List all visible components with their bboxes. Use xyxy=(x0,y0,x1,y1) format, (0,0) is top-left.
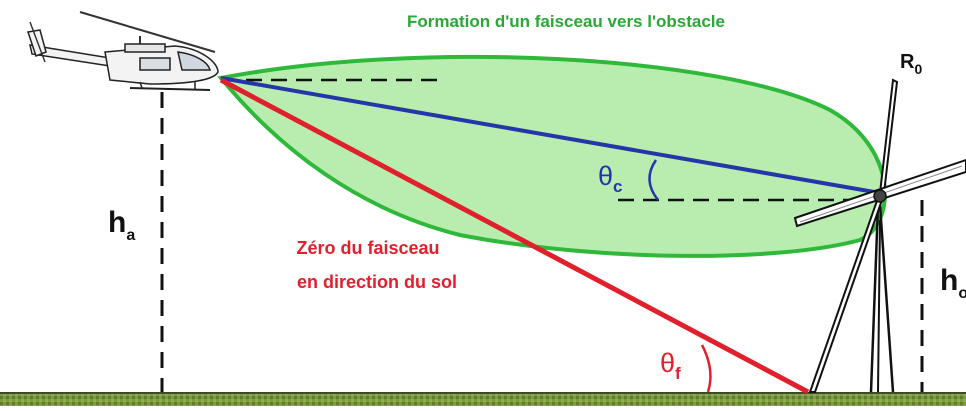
beam-lobe xyxy=(217,54,887,258)
ho-label: ho xyxy=(940,264,966,302)
center-ray xyxy=(220,76,881,195)
theta-c-arc xyxy=(648,159,659,201)
zero-label-line1: Zéro du faisceau xyxy=(296,238,439,258)
ha-label: ha xyxy=(108,206,135,244)
theta-f-label: θf xyxy=(660,348,681,383)
theta-f-arc xyxy=(700,344,712,393)
zero-ray xyxy=(219,77,810,395)
ground xyxy=(0,392,966,406)
wind-turbine-icon xyxy=(793,78,966,393)
beam-title: Formation d'un faisceau vers l'obstacle xyxy=(407,12,725,31)
zero-label-line2: en direction du sol xyxy=(297,272,457,292)
theta-c-label: θc xyxy=(598,161,623,196)
helicopter-icon xyxy=(27,11,219,91)
r0-label: R0 xyxy=(900,51,922,77)
